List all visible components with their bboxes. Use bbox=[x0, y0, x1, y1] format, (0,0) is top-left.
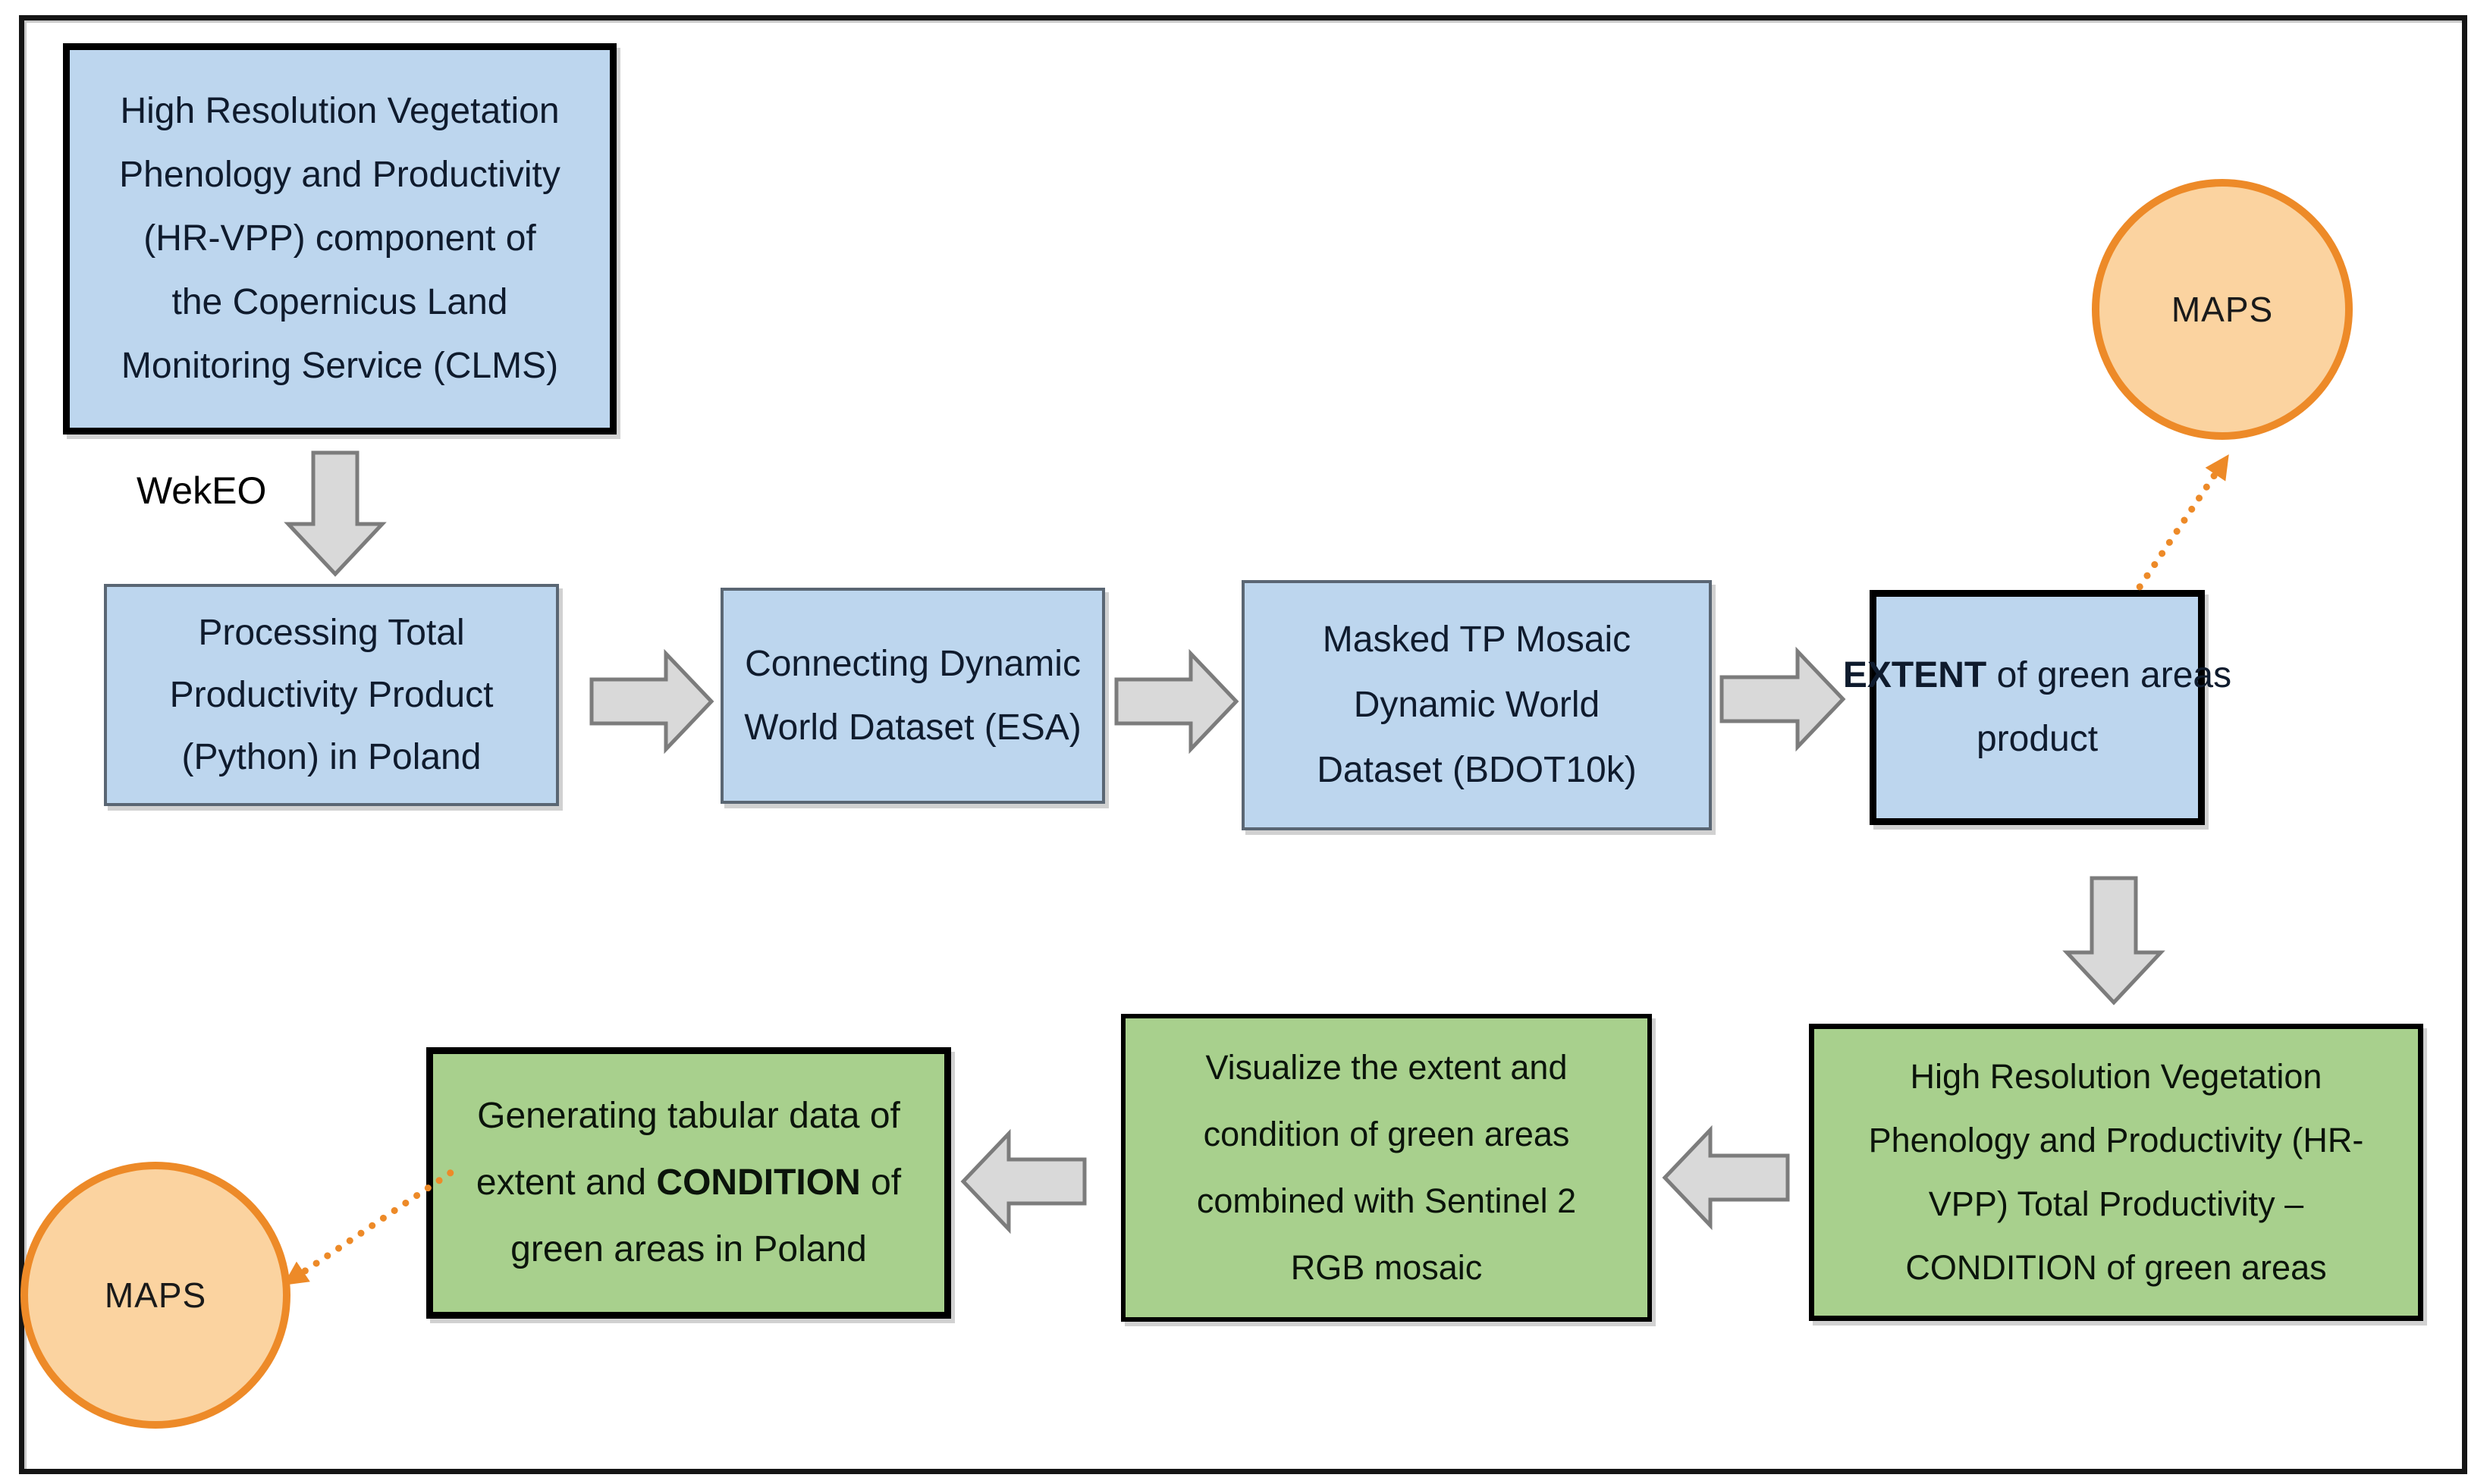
node-condition-line: VPP) Total Productivity – bbox=[1928, 1184, 2304, 1223]
node-condition-line: CONDITION of green areas bbox=[1905, 1248, 2327, 1287]
maps-circle-bottom: MAPS bbox=[20, 1162, 290, 1429]
node-processing-line: Processing Total bbox=[198, 612, 465, 653]
down-arrow-icon bbox=[284, 450, 387, 577]
node-visualize: Visualize the extent and condition of gr… bbox=[1121, 1014, 1652, 1322]
tabular-pre-text: extent and bbox=[476, 1162, 657, 1203]
right-arrow-icon bbox=[1114, 648, 1239, 755]
node-processing: Processing Total Productivity Product (P… bbox=[104, 584, 559, 806]
node-connecting-line: World Dataset (ESA) bbox=[744, 707, 1082, 748]
node-condition-line: High Resolution Vegetation bbox=[1910, 1057, 2322, 1096]
node-connecting: Connecting Dynamic World Dataset (ESA) bbox=[721, 588, 1105, 804]
node-clms-line: Phenology and Productivity bbox=[119, 155, 560, 195]
node-tabular-line: Generating tabular data of bbox=[477, 1096, 900, 1136]
node-masked-line: Dynamic World bbox=[1353, 685, 1600, 725]
condition-bold-text: CONDITION bbox=[656, 1162, 861, 1203]
node-processing-line: Productivity Product bbox=[169, 674, 494, 715]
left-arrow-icon bbox=[960, 1128, 1087, 1235]
node-condition-line: Phenology and Productivity (HR- bbox=[1868, 1121, 2364, 1159]
maps-bottom-label: MAPS bbox=[104, 1275, 207, 1315]
node-clms-line: the Copernicus Land bbox=[171, 282, 508, 322]
node-connecting-line: Connecting Dynamic bbox=[745, 643, 1081, 684]
node-masked-line: Dataset (BDOT10k) bbox=[1317, 750, 1637, 790]
node-tabular: Generating tabular data of extent and CO… bbox=[426, 1047, 951, 1319]
right-arrow-icon bbox=[589, 648, 714, 755]
maps-top-label: MAPS bbox=[2171, 290, 2274, 329]
node-tabular-line: extent and CONDITION of bbox=[476, 1150, 901, 1216]
node-extent-line: EXTENT of green areas bbox=[1843, 644, 2231, 707]
node-visualize-line: combined with Sentinel 2 bbox=[1196, 1181, 1577, 1220]
node-visualize-line: Visualize the extent and bbox=[1205, 1048, 1568, 1087]
node-clms: High Resolution Vegetation Phenology and… bbox=[63, 43, 617, 435]
node-masked-line: Masked TP Mosaic bbox=[1322, 620, 1631, 660]
node-clms-line: Monitoring Service (CLMS) bbox=[121, 346, 559, 386]
tabular-post-text: of bbox=[860, 1162, 902, 1203]
right-arrow-icon bbox=[1719, 646, 1846, 752]
node-visualize-line: condition of green areas bbox=[1203, 1115, 1570, 1153]
node-tabular-line: green areas in Poland bbox=[510, 1229, 867, 1269]
node-clms-line: (HR-VPP) component of bbox=[143, 218, 536, 259]
node-processing-line: (Python) in Poland bbox=[181, 736, 482, 777]
node-extent: EXTENT of green areas product bbox=[1843, 590, 2231, 825]
node-extent-line: product bbox=[1976, 719, 2099, 759]
extent-rest-text: of green areas bbox=[1986, 655, 2232, 695]
wekeo-label: WekEO bbox=[137, 469, 267, 512]
node-masked: Masked TP Mosaic Dynamic World Dataset (… bbox=[1242, 580, 1712, 830]
node-condition: High Resolution Vegetation Phenology and… bbox=[1809, 1024, 2423, 1321]
node-clms-line: High Resolution Vegetation bbox=[120, 91, 560, 131]
down-arrow-icon bbox=[2062, 876, 2165, 1006]
node-visualize-line: RGB mosaic bbox=[1290, 1248, 1483, 1287]
extent-bold-text: EXTENT bbox=[1842, 655, 1987, 695]
left-arrow-icon bbox=[1662, 1125, 1790, 1231]
maps-circle-top: MAPS bbox=[2092, 179, 2353, 440]
